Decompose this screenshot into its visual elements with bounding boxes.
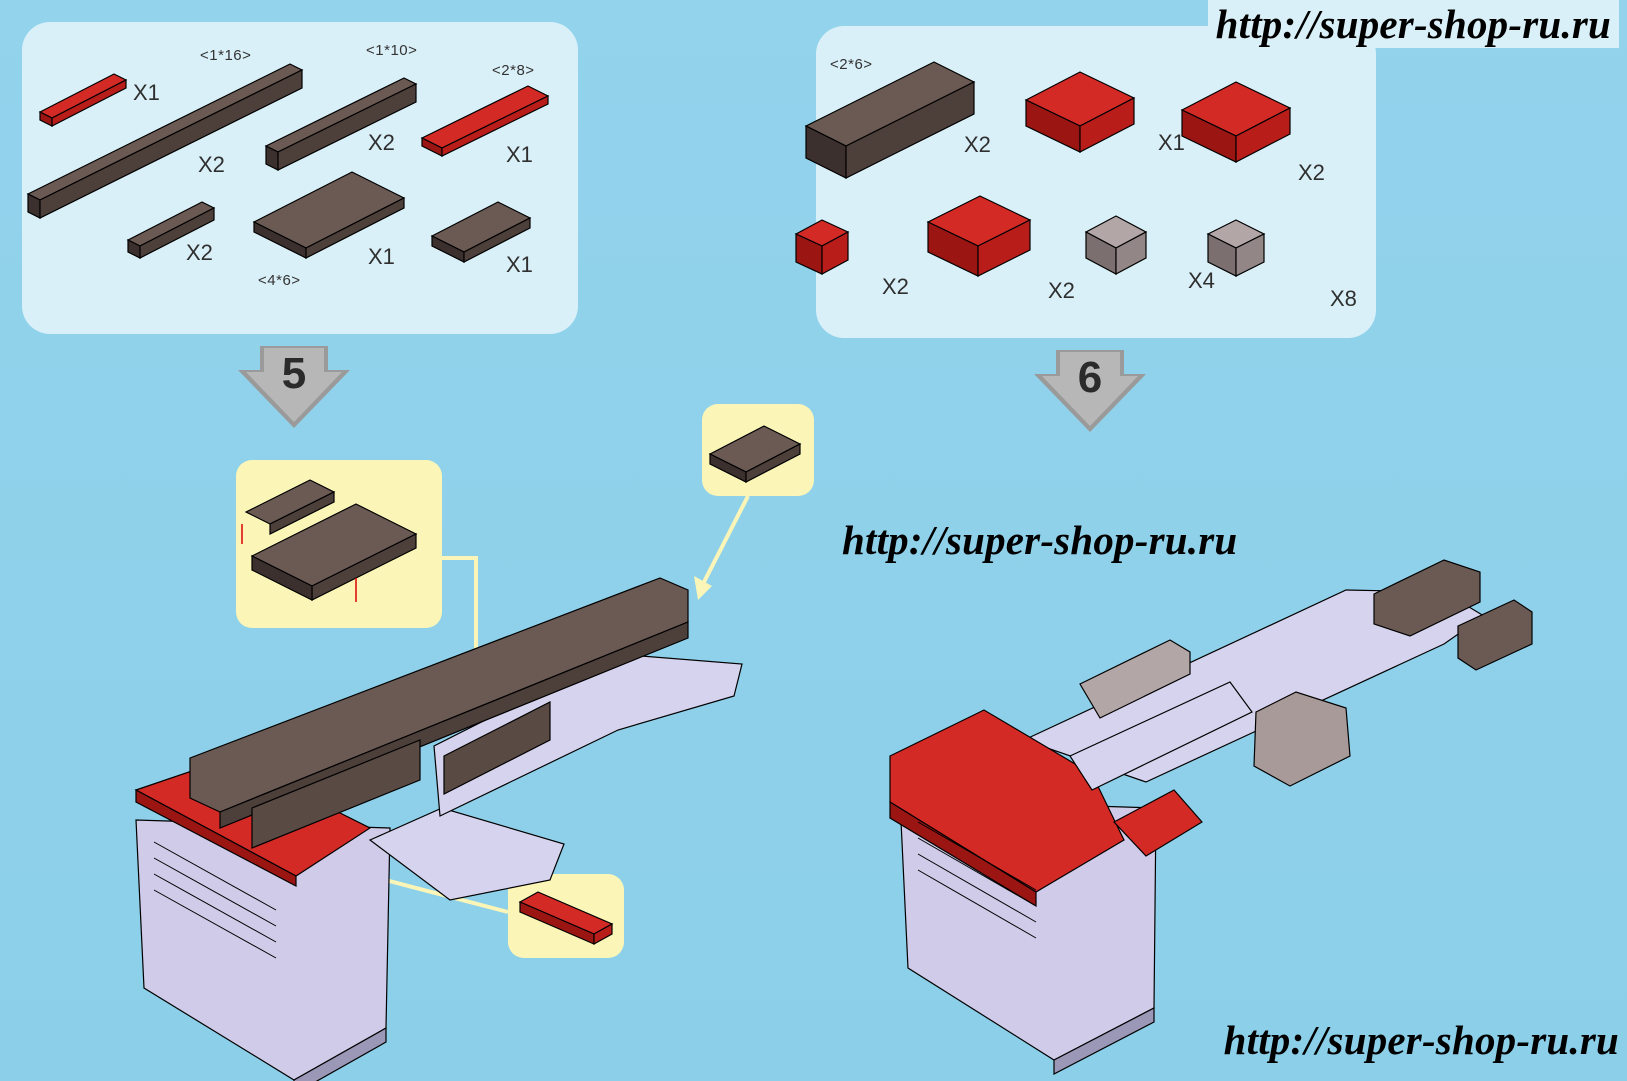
dim-plate-4x6: <4*6> (258, 272, 301, 289)
red-plate-1x4 (38, 73, 128, 127)
brown-plate-1x4 (126, 201, 216, 259)
dim-brick-2x6: <2*6> (830, 56, 873, 73)
qty-plate-4x6: X1 (368, 244, 395, 269)
model-step-5 (134, 577, 743, 1081)
red-slope-brick (1180, 81, 1292, 163)
qty-brown-plate-1x4: X2 (186, 240, 213, 265)
dim-plate-2x8: <2*8> (492, 62, 535, 79)
qty-red-brick-1x1: X2 (882, 274, 909, 299)
grey-grille-brick (1084, 215, 1148, 275)
callout-subassembly (236, 460, 442, 628)
brown-plate-1x10 (264, 77, 418, 171)
brown-plate-2x4 (430, 201, 532, 263)
model-step-6 (889, 559, 1533, 1075)
step-6-arrow-icon (1034, 350, 1146, 432)
step-6-marker: 6 (1034, 350, 1146, 432)
parts-list-step-5: X1 <1*16> X2 <1*10> X2 <2*8> X1 X2 <4*6>… (22, 22, 578, 334)
step-5-marker: 5 (238, 346, 350, 428)
qty-red-slope: X2 (1298, 160, 1325, 185)
qty-brick-2x6: X2 (964, 132, 991, 157)
qty-red-brick-2x2: X2 (1048, 278, 1075, 303)
parts-list-step-6: <2*6> X2 X1 X2 X2 X2 X4 X8 (794, 26, 1376, 338)
parts-illustrations-step-5 (26, 63, 550, 263)
callout-red-plate-1x4 (508, 874, 624, 958)
dim-plate-1x10: <1*10> (366, 42, 418, 59)
red-brick-2x3 (1024, 71, 1136, 153)
qty-plate-1x10: X2 (368, 130, 395, 155)
brown-brick-2x6 (804, 61, 976, 179)
qty-red-plate-1x4: X1 (133, 80, 160, 105)
qty-grey-curved: X8 (1330, 286, 1357, 311)
red-brick-2x2 (926, 195, 1032, 277)
qty-grey-grille: X4 (1188, 268, 1215, 293)
brown-plate-4x6 (252, 171, 406, 259)
parts-illustrations-step-6 (794, 61, 1292, 277)
watermark-url-bottom: http://super-shop-ru.ru (1223, 1017, 1619, 1063)
qty-plate-1x16: X2 (198, 152, 225, 177)
dim-plate-1x16: <1*16> (200, 47, 252, 64)
red-brick-1x1 (794, 219, 850, 276)
step-6-number: 6 (1077, 353, 1103, 402)
subassembly-plates (241, 479, 418, 602)
watermark-url-middle: http://super-shop-ru.ru (842, 517, 1238, 563)
callout-plate-2x4-illustration (708, 425, 802, 483)
callout-plate-2x4 (702, 404, 814, 496)
brown-plate-1x16 (26, 63, 304, 219)
qty-red-brick-2x3: X1 (1158, 130, 1185, 155)
qty-plate-2x8: X1 (506, 142, 533, 167)
watermark-url-top: http://super-shop-ru.ru (1207, 0, 1619, 48)
step-5-number: 5 (281, 349, 307, 398)
grey-curved-brick (1206, 219, 1266, 277)
qty-plate-2x4: X1 (506, 252, 533, 277)
callout-red-plate-illustration (518, 891, 614, 946)
red-plate-2x8 (420, 85, 550, 157)
step-5-arrow-icon (238, 346, 350, 428)
